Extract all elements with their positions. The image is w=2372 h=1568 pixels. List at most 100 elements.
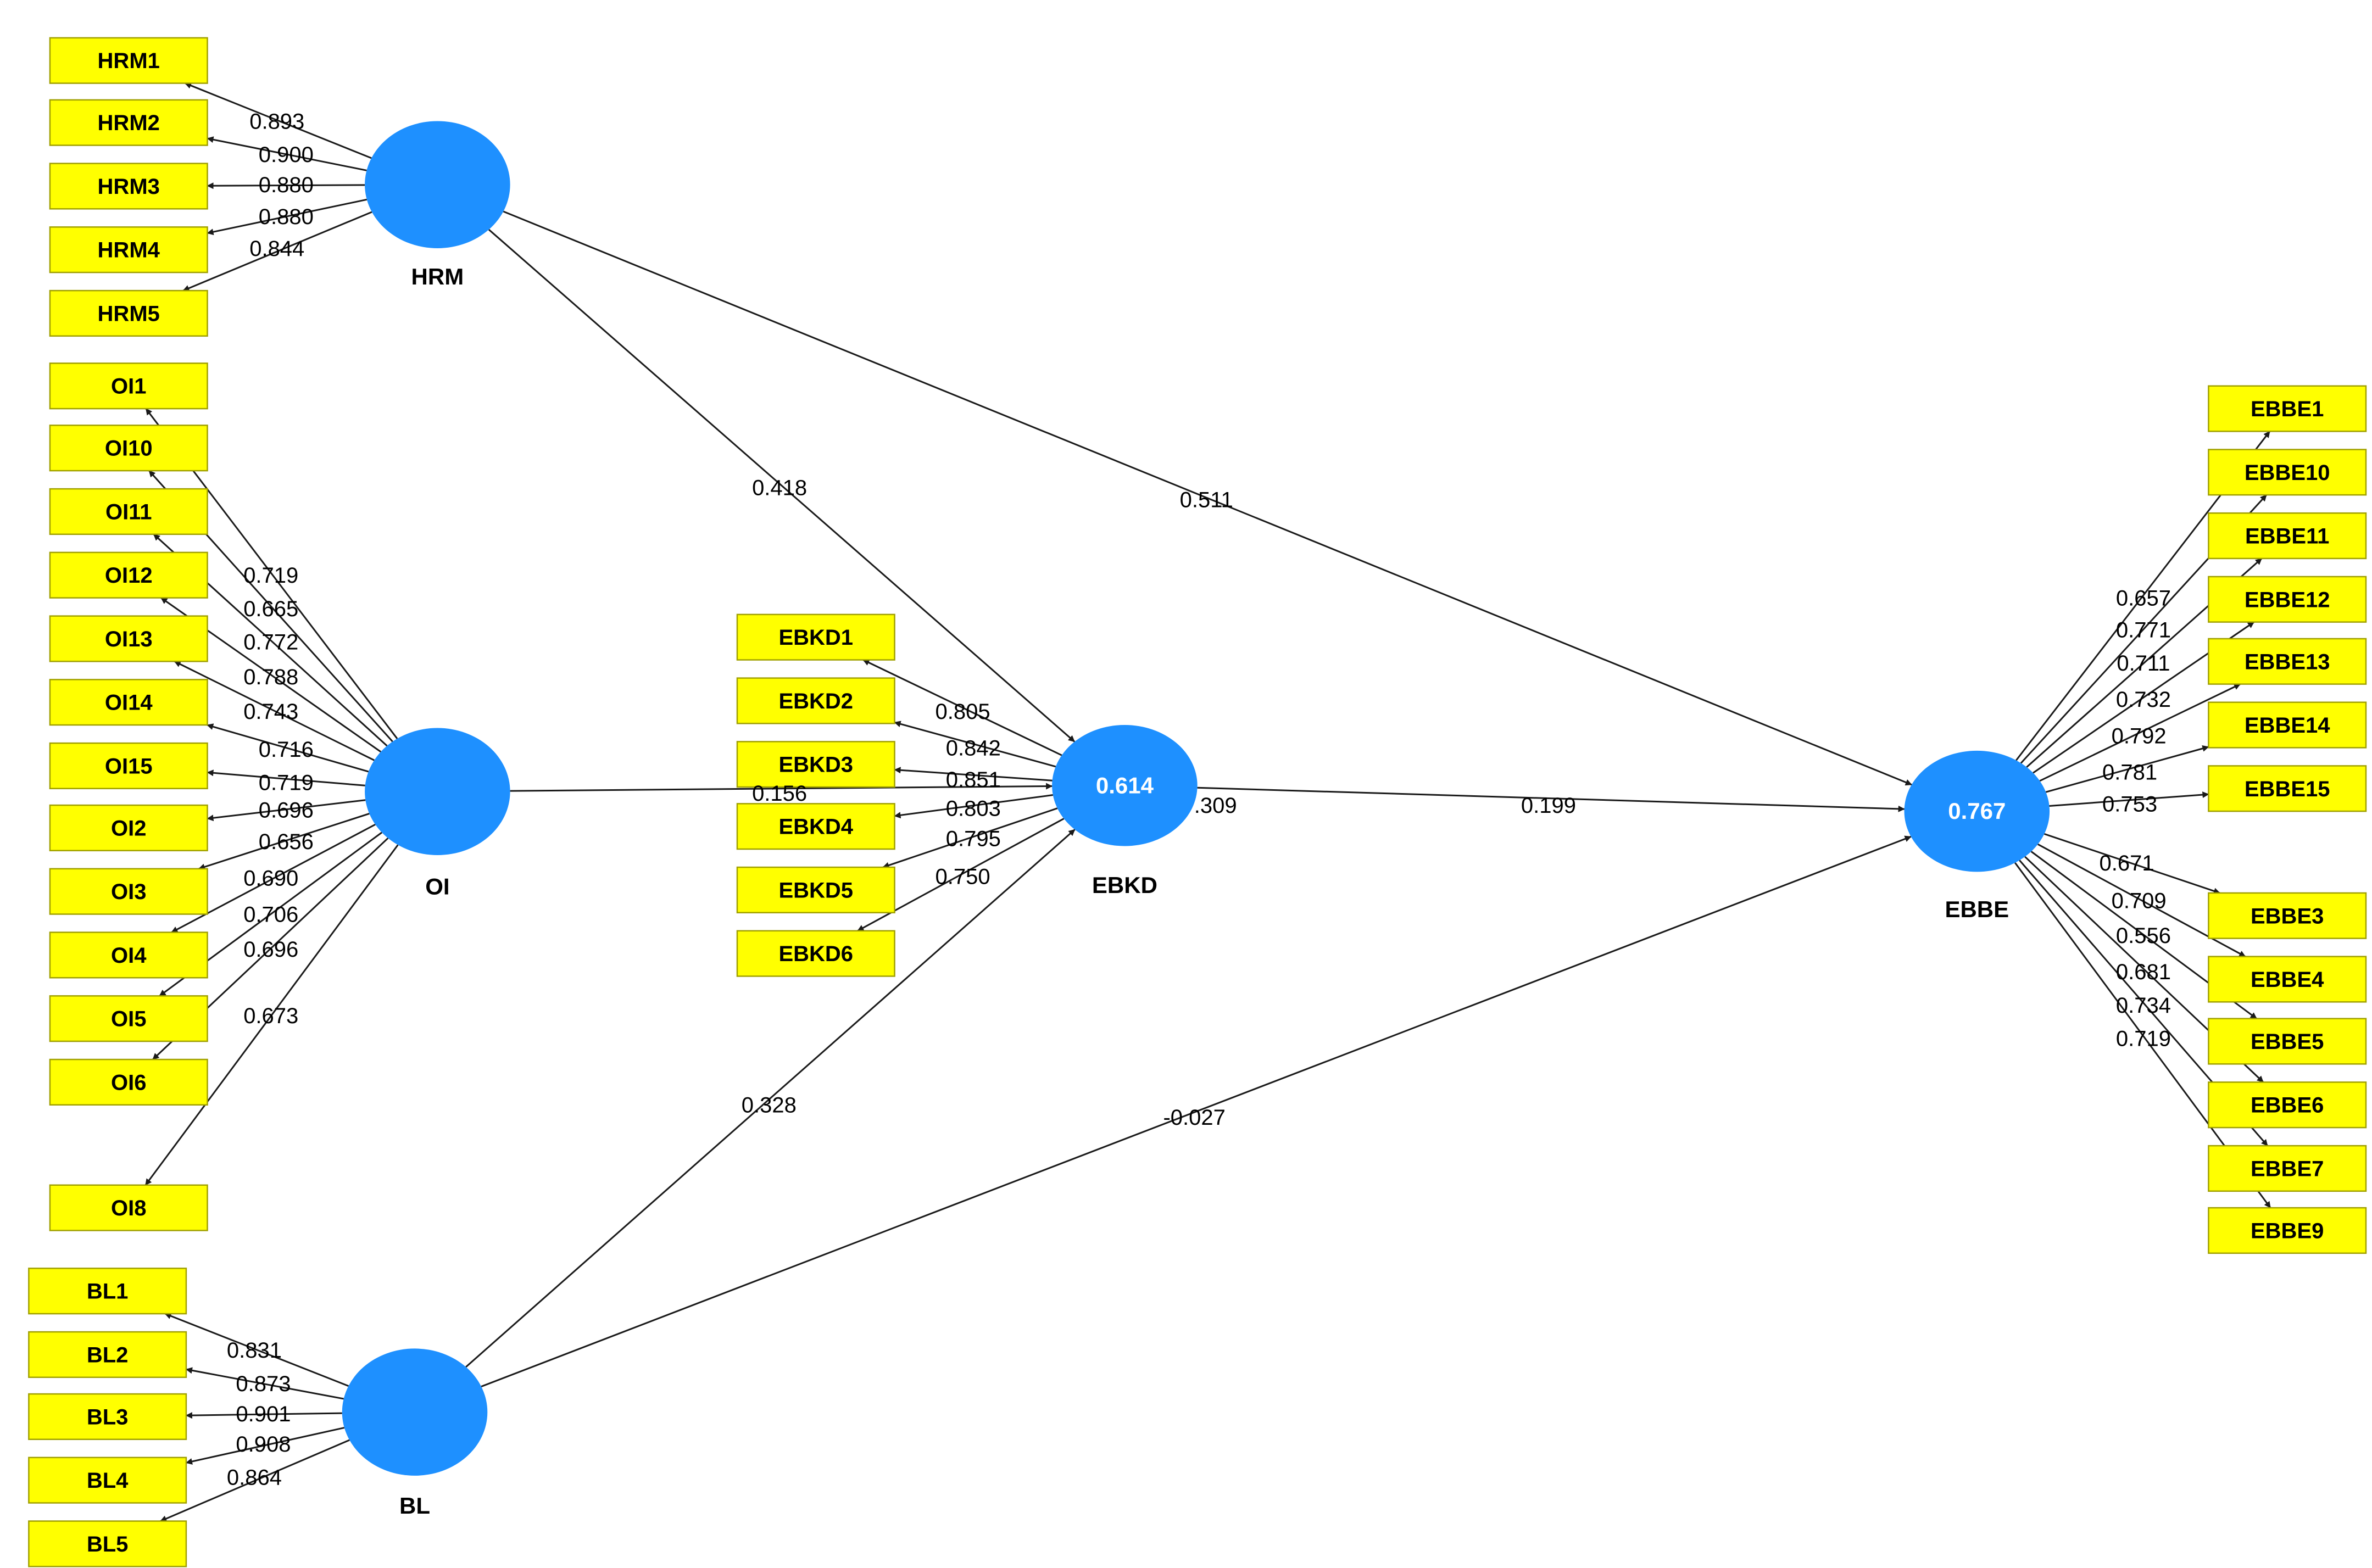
indicator-box bbox=[2208, 638, 2367, 685]
indicator-label: EBBE14 bbox=[2245, 713, 2330, 738]
indicator-label: OI4 bbox=[111, 944, 147, 968]
loading-line-bl1 bbox=[164, 1313, 349, 1387]
indicator-ebbe9[interactable]: EBBE9 bbox=[2208, 1207, 2367, 1254]
latent-bl[interactable]: BL bbox=[342, 1348, 488, 1519]
indicator-ebbe13[interactable]: EBBE13 bbox=[2208, 638, 2367, 685]
indicator-oi4[interactable]: OI4 bbox=[49, 931, 208, 979]
indicator-box bbox=[2208, 449, 2367, 496]
indicator-hrm4[interactable]: HRM4 bbox=[49, 226, 208, 274]
indicator-label: EBKD4 bbox=[778, 815, 853, 839]
indicator-label: OI15 bbox=[105, 754, 153, 778]
indicator-box bbox=[736, 930, 895, 977]
loading-line-oi15 bbox=[207, 769, 365, 786]
loading-line-oi3 bbox=[198, 812, 370, 871]
indicator-oi15[interactable]: OI15 bbox=[49, 742, 208, 790]
indicator-oi8[interactable]: OI8 bbox=[49, 1184, 208, 1231]
indicator-oi14[interactable]: OI14 bbox=[49, 679, 208, 726]
latent-name: EBKD bbox=[1092, 872, 1157, 898]
indicator-bl3[interactable]: BL3 bbox=[28, 1393, 187, 1441]
loading-line-bl3 bbox=[185, 1412, 342, 1419]
path-coefficient-hrm-to-ebkd: 0.418 bbox=[752, 476, 807, 500]
loading-value-ebbe6: 0.681 bbox=[2116, 960, 2171, 984]
indicator-oi6[interactable]: OI6 bbox=[49, 1058, 208, 1106]
loading-line-bl4 bbox=[185, 1427, 345, 1465]
indicator-oi1[interactable]: OI1 bbox=[49, 362, 208, 410]
loading-value-hrm5: 0.844 bbox=[249, 237, 304, 261]
latent-name: HRM bbox=[411, 264, 464, 289]
indicator-bl1[interactable]: BL1 bbox=[28, 1268, 187, 1315]
indicator-label: EBBE11 bbox=[2245, 524, 2329, 549]
indicator-ebbe4[interactable]: EBBE4 bbox=[2208, 956, 2367, 1003]
indicator-box bbox=[2208, 1145, 2367, 1192]
indicator-oi13[interactable]: OI13 bbox=[49, 615, 208, 662]
latent-oi[interactable]: OI bbox=[365, 728, 510, 900]
indicator-oi2[interactable]: OI2 bbox=[49, 804, 208, 852]
indicator-box bbox=[49, 37, 208, 84]
path-coefficient-bl-to-ebkd: 0.328 bbox=[742, 1093, 797, 1118]
indicator-box bbox=[736, 613, 895, 661]
indicator-ebbe14[interactable]: EBBE14 bbox=[2208, 701, 2367, 749]
loading-line-ebkd4 bbox=[894, 794, 1053, 819]
indicator-hrm5[interactable]: HRM5 bbox=[49, 289, 208, 337]
loading-value-ebkd6: 0.750 bbox=[935, 865, 990, 889]
indicator-ebkd6[interactable]: EBKD6 bbox=[736, 930, 895, 977]
latent-name: EBBE bbox=[1945, 896, 2009, 922]
indicator-oi11[interactable]: OI11 bbox=[49, 488, 208, 535]
indicator-box bbox=[49, 1184, 208, 1231]
indicator-bl4[interactable]: BL4 bbox=[28, 1457, 187, 1504]
indicator-ebbe12[interactable]: EBBE12 bbox=[2208, 576, 2367, 623]
indicator-box bbox=[28, 1331, 187, 1379]
indicator-bl2[interactable]: BL2 bbox=[28, 1331, 187, 1379]
indicator-box bbox=[49, 425, 208, 472]
loading-value-hrm4: 0.880 bbox=[259, 205, 314, 229]
indicator-ebkd1[interactable]: EBKD1 bbox=[736, 613, 895, 661]
loading-value-oi8: 0.696 bbox=[243, 938, 298, 962]
indicator-ebbe11[interactable]: EBBE11 bbox=[2208, 512, 2367, 560]
indicator-oi5[interactable]: OI5 bbox=[49, 995, 208, 1042]
loading-value-oi13: 0.788 bbox=[243, 665, 298, 689]
indicator-box bbox=[2208, 576, 2367, 623]
indicator-label: BL5 bbox=[87, 1532, 129, 1556]
indicator-ebbe6[interactable]: EBBE6 bbox=[2208, 1081, 2367, 1129]
indicator-ebbe3[interactable]: EBBE3 bbox=[2208, 892, 2367, 939]
indicator-oi12[interactable]: OI12 bbox=[49, 551, 208, 599]
indicator-ebbe15[interactable]: EBBE15 bbox=[2208, 765, 2367, 812]
indicator-ebkd3[interactable]: EBKD3 bbox=[736, 741, 895, 788]
indicator-box bbox=[28, 1457, 187, 1504]
path-line-oi-to-ebkd bbox=[510, 783, 1053, 792]
loading-value-ebbe11: 0.711 bbox=[2117, 651, 2170, 676]
indicator-ebkd4[interactable]: EBKD4 bbox=[736, 803, 895, 850]
indicator-label: OI14 bbox=[105, 691, 153, 715]
loading-value-ebkd4: 0.803 bbox=[946, 797, 1001, 821]
indicator-label: OI5 bbox=[111, 1007, 146, 1031]
indicator-label: OI12 bbox=[105, 563, 153, 588]
loading-value-ebkd5: 0.795 bbox=[946, 827, 1001, 851]
indicator-box bbox=[49, 995, 208, 1042]
indicator-hrm2[interactable]: HRM2 bbox=[49, 99, 208, 146]
indicator-label: OI6 bbox=[111, 1070, 146, 1095]
indicator-label: HRM1 bbox=[98, 49, 160, 73]
indicator-label: EBBE4 bbox=[2251, 968, 2324, 992]
indicator-ebbe7[interactable]: EBBE7 bbox=[2208, 1145, 2367, 1192]
indicator-oi10[interactable]: OI10 bbox=[49, 425, 208, 472]
indicator-ebkd5[interactable]: EBKD5 bbox=[736, 866, 895, 913]
indicator-ebbe5[interactable]: EBBE5 bbox=[2208, 1018, 2367, 1065]
loading-value-ebkd1: 0.805 bbox=[935, 700, 990, 724]
indicator-box bbox=[2208, 1207, 2367, 1254]
latent-hrm[interactable]: HRM bbox=[365, 121, 510, 289]
indicator-oi3[interactable]: OI3 bbox=[49, 868, 208, 915]
indicator-ebbe1[interactable]: EBBE1 bbox=[2208, 385, 2367, 432]
indicator-hrm3[interactable]: HRM3 bbox=[49, 163, 208, 210]
indicator-hrm1[interactable]: HRM1 bbox=[49, 37, 208, 84]
loading-value-ebbe13: 0.792 bbox=[2112, 724, 2167, 748]
indicator-bl5[interactable]: BL5 bbox=[28, 1520, 187, 1567]
loading-value-ebbe10: 0.771 bbox=[2116, 618, 2171, 642]
indicator-label: HRM4 bbox=[98, 238, 160, 263]
indicator-box bbox=[736, 803, 895, 850]
indicator-ebkd2[interactable]: EBKD2 bbox=[736, 677, 895, 724]
indicator-box bbox=[2208, 1081, 2367, 1129]
loading-line-ebbe14 bbox=[2045, 745, 2209, 793]
indicator-ebbe10[interactable]: EBBE10 bbox=[2208, 449, 2367, 496]
